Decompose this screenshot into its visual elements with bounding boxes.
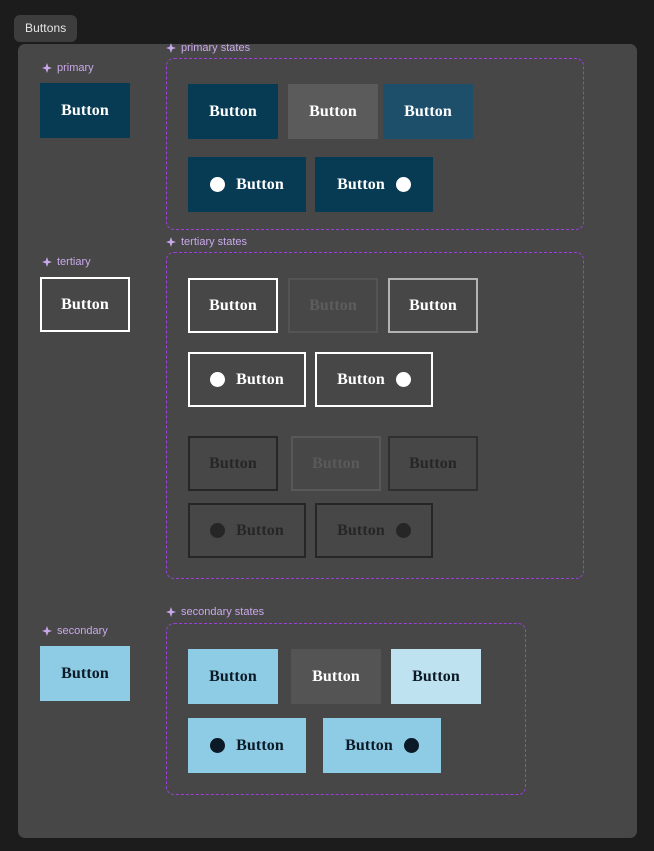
primary-state-trailing-icon[interactable]: Button: [315, 157, 433, 212]
label-secondary-states: secondary states: [166, 606, 264, 618]
primary-state-default-text: Button: [209, 102, 257, 120]
tertiary-state-leading-icon[interactable]: Button: [188, 352, 306, 407]
primary-state-leading-icon-text: Button: [236, 175, 284, 193]
design-canvas: primary Button primary states Button But…: [18, 42, 637, 838]
tertiary-inverse-state-focus[interactable]: Button: [388, 436, 478, 491]
tertiary-button-sample-text: Button: [61, 295, 109, 313]
primary-state-disabled-text: Button: [309, 102, 357, 120]
secondary-state-focus[interactable]: Button: [391, 649, 481, 704]
sparkle-diamond-icon: [42, 63, 52, 73]
primary-state-focus-text: Button: [404, 102, 452, 120]
tertiary-state-leading-icon-text: Button: [236, 370, 284, 388]
tertiary-state-disabled-text: Button: [309, 296, 357, 314]
tertiary-inverse-state-disabled-text: Button: [312, 454, 360, 472]
sparkle-diamond-icon: [42, 257, 52, 267]
primary-button-sample[interactable]: Button: [40, 83, 130, 138]
group-tertiary-states: Button Button Button Button Button Butto…: [166, 252, 584, 579]
primary-state-default[interactable]: Button: [188, 84, 278, 139]
circle-dot-icon: [395, 372, 411, 387]
secondary-button-sample-text: Button: [61, 664, 109, 682]
circle-dot-icon: [210, 523, 226, 538]
tertiary-inverse-state-disabled[interactable]: Button: [291, 436, 381, 491]
tertiary-inverse-state-focus-text: Button: [409, 454, 457, 472]
secondary-state-default-text: Button: [209, 667, 257, 685]
group-secondary-states: Button Button Button Button Button: [166, 623, 526, 795]
secondary-state-leading-icon-text: Button: [236, 736, 284, 754]
circle-dot-icon: [210, 738, 226, 753]
circle-dot-icon: [395, 523, 411, 538]
label-tertiary-states: tertiary states: [166, 236, 247, 248]
tertiary-inverse-trailing-icon[interactable]: Button: [315, 503, 433, 558]
circle-dot-icon: [403, 738, 419, 753]
tertiary-state-default-text: Button: [209, 296, 257, 314]
tertiary-state-default[interactable]: Button: [188, 278, 278, 333]
circle-dot-icon: [210, 177, 226, 192]
sparkle-diamond-icon: [42, 626, 52, 636]
tertiary-state-trailing-icon[interactable]: Button: [315, 352, 433, 407]
group-primary-states: Button Button Button Button Button: [166, 58, 584, 230]
secondary-state-trailing-icon[interactable]: Button: [323, 718, 441, 773]
tertiary-state-trailing-icon-text: Button: [337, 370, 385, 388]
tertiary-inverse-leading-icon-text: Button: [236, 521, 284, 539]
secondary-state-trailing-icon-text: Button: [345, 736, 393, 754]
tertiary-state-focus-text: Button: [409, 296, 457, 314]
primary-state-trailing-icon-text: Button: [337, 175, 385, 193]
secondary-state-leading-icon[interactable]: Button: [188, 718, 306, 773]
primary-state-leading-icon[interactable]: Button: [188, 157, 306, 212]
secondary-state-focus-text: Button: [412, 667, 460, 685]
tab-buttons[interactable]: Buttons: [14, 14, 78, 42]
label-tertiary-states-text: tertiary states: [181, 236, 248, 248]
tertiary-state-focus[interactable]: Button: [388, 278, 478, 333]
circle-dot-icon: [395, 177, 411, 192]
tertiary-inverse-state-default[interactable]: Button: [188, 436, 278, 491]
tertiary-inverse-leading-icon[interactable]: Button: [188, 503, 306, 558]
primary-state-disabled[interactable]: Button: [288, 84, 378, 139]
secondary-state-disabled[interactable]: Button: [291, 649, 381, 704]
label-primary-text: primary: [57, 62, 94, 74]
label-secondary: secondary: [42, 625, 108, 637]
label-secondary-text: secondary: [57, 625, 108, 637]
label-primary-states: primary states: [166, 42, 250, 54]
label-secondary-states-text: secondary states: [181, 606, 265, 618]
sparkle-diamond-icon: [166, 43, 176, 53]
primary-state-focus[interactable]: Button: [383, 84, 473, 139]
label-primary-states-text: primary states: [181, 42, 251, 54]
primary-button-sample-text: Button: [61, 101, 109, 119]
sparkle-diamond-icon: [166, 237, 176, 247]
tertiary-state-disabled[interactable]: Button: [288, 278, 378, 333]
tab-bar: Buttons: [14, 14, 78, 42]
label-tertiary: tertiary: [42, 256, 91, 268]
tertiary-inverse-state-default-text: Button: [209, 454, 257, 472]
secondary-state-disabled-text: Button: [312, 667, 360, 685]
tertiary-inverse-trailing-icon-text: Button: [337, 521, 385, 539]
label-tertiary-text: tertiary: [57, 256, 91, 268]
tertiary-button-sample[interactable]: Button: [40, 277, 130, 332]
circle-dot-icon: [210, 372, 226, 387]
secondary-button-sample[interactable]: Button: [40, 646, 130, 701]
label-primary: primary: [42, 62, 94, 74]
secondary-state-default[interactable]: Button: [188, 649, 278, 704]
sparkle-diamond-icon: [166, 607, 176, 617]
